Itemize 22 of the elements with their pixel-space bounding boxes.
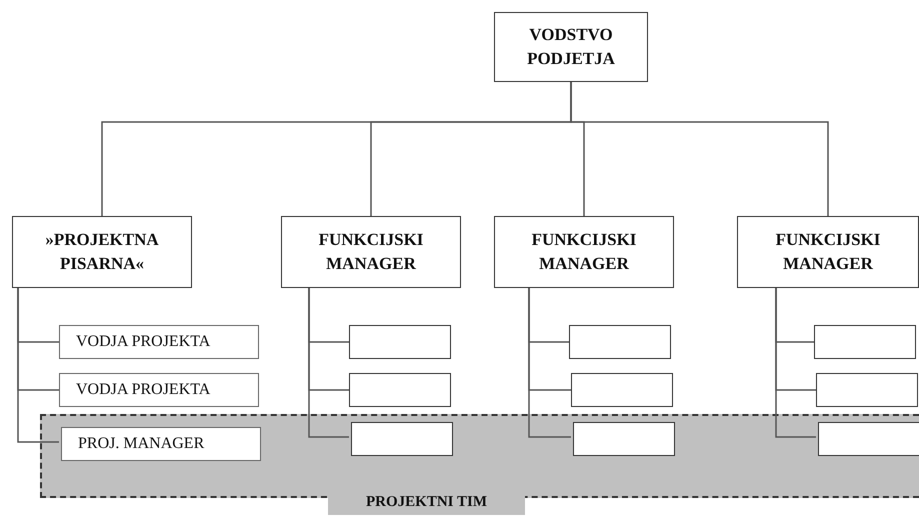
empty-role-box <box>816 373 918 407</box>
org-unit-box: FUNKCIJSKI MANAGER <box>737 216 919 288</box>
connector-line <box>570 82 829 216</box>
empty-role-box <box>349 325 451 359</box>
empty-role-box <box>349 373 451 407</box>
empty-role-box <box>351 422 453 456</box>
role-box: VODJA PROJEKTA <box>59 373 259 407</box>
connector-line <box>775 288 816 438</box>
empty-role-box <box>814 325 916 359</box>
org-unit-box: FUNKCIJSKI MANAGER <box>281 216 461 288</box>
empty-role-box <box>569 325 671 359</box>
role-box: PROJ. MANAGER <box>61 427 261 461</box>
role-box: VODJA PROJEKTA <box>59 325 259 359</box>
empty-role-box <box>573 422 675 456</box>
org-unit-box: FUNKCIJSKI MANAGER <box>494 216 674 288</box>
org-unit-box: »PROJEKTNA PISARNA« <box>12 216 192 288</box>
empty-role-box <box>571 373 673 407</box>
connector-line <box>308 288 349 438</box>
connector-line <box>17 288 59 443</box>
empty-role-box <box>818 422 919 456</box>
org-unit-box: VODSTVO PODJETJA <box>494 12 648 82</box>
connector-line <box>528 288 571 438</box>
